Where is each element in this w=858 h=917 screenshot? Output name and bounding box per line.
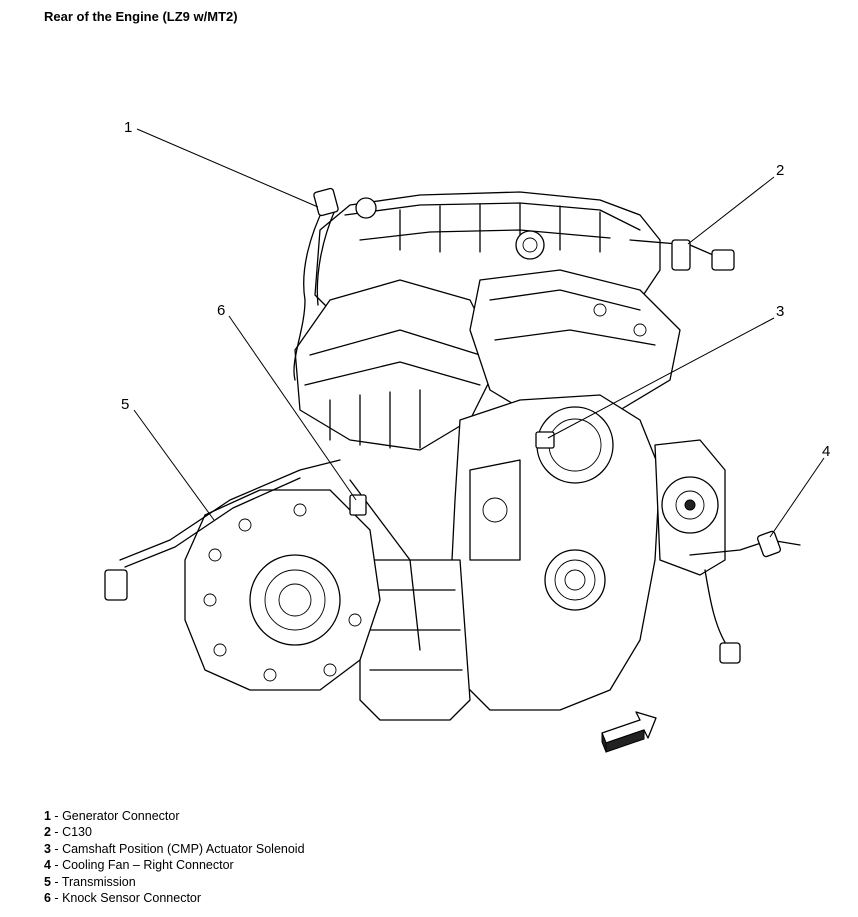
legend-separator: - [50, 874, 62, 889]
legend-item: 1 - Generator Connector [44, 808, 305, 824]
legend: 1 - Generator Connector 2 - C130 3 - Cam… [44, 808, 305, 906]
legend-item: 2 - C130 [44, 824, 305, 840]
legend-number: 1 [44, 809, 51, 823]
legend-item: 4 - Cooling Fan – Right Connector [44, 857, 305, 873]
legend-label: C130 [62, 825, 92, 840]
legend-item: 5 - Transmission [44, 874, 305, 890]
legend-separator: - [50, 809, 63, 823]
legend-separator: - [50, 891, 63, 906]
callout-6: 6 [217, 302, 225, 319]
callout-2: 2 [776, 162, 784, 179]
legend-number: 6 [44, 891, 51, 906]
legend-label: Transmission [61, 874, 136, 889]
callout-1: 1 [124, 119, 132, 136]
callout-3: 3 [776, 303, 784, 320]
legend-number: 4 [44, 858, 51, 873]
legend-label: Knock Sensor Connector [62, 891, 202, 906]
engine-illustration [104, 187, 801, 753]
callout-5: 5 [121, 396, 129, 413]
legend-number: 3 [44, 841, 51, 856]
legend-item: 6 - Knock Sensor Connector [44, 890, 305, 906]
legend-label: Camshaft Position (CMP) Actuator Solenoi… [62, 841, 305, 856]
legend-separator: - [50, 858, 63, 873]
leader-lines [133, 128, 825, 538]
legend-number: 2 [44, 825, 51, 840]
legend-item: 3 - Camshaft Position (CMP) Actuator Sol… [44, 841, 305, 857]
legend-separator: - [50, 825, 63, 840]
legend-separator: - [50, 841, 63, 856]
legend-label: Cooling Fan – Right Connector [62, 858, 234, 873]
legend-number: 5 [44, 874, 51, 889]
legend-label: Generator Connector [62, 809, 180, 823]
callout-4: 4 [822, 443, 830, 460]
page-title: Rear of the Engine (LZ9 w/MT2) [44, 9, 238, 24]
